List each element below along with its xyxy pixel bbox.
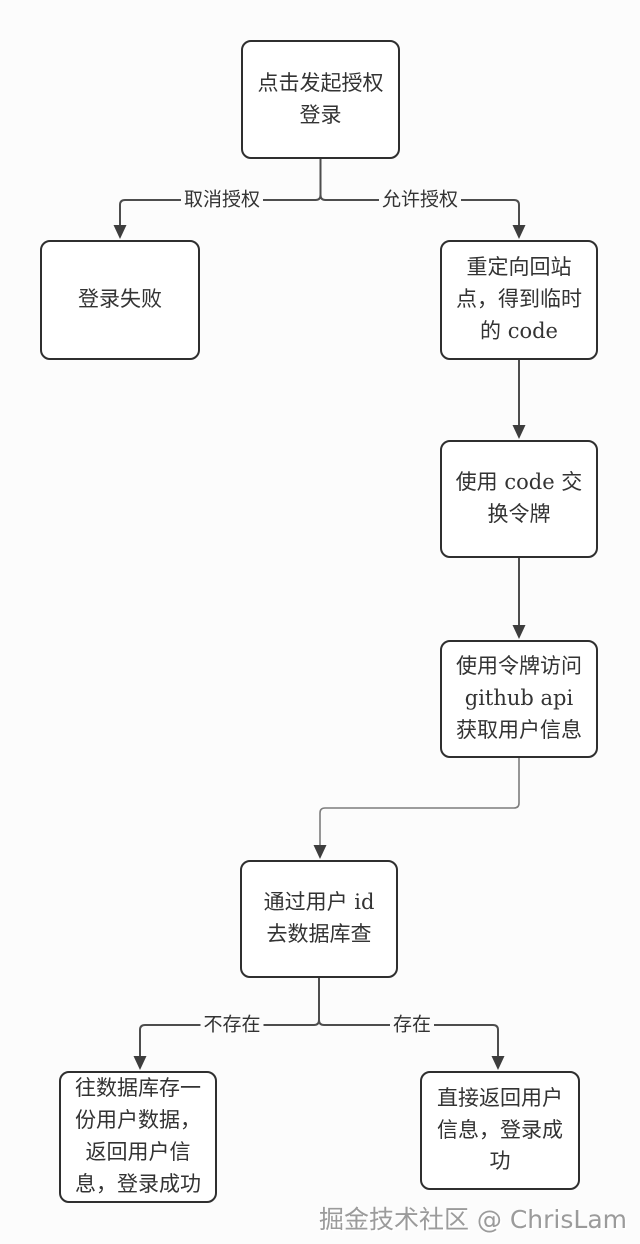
node-exchange-token: 使用 code 交换令牌 [440, 440, 598, 558]
node-save-user-login-success: 往数据库存一份用户数据，返回用户信息，登录成功 [59, 1071, 217, 1203]
node-start-auth-login: 点击发起授权登录 [241, 40, 400, 159]
edge-start-to-redirect [319, 194, 520, 227]
arrowhead-exchange [512, 425, 526, 439]
node-return-user-login-success: 直接返回用户信息，登录成功 [420, 1071, 580, 1190]
edge-label-cancel-auth: 取消授权 [180, 189, 264, 211]
arrowhead-redirect [512, 225, 526, 239]
edge-query-to-return [318, 1019, 499, 1058]
arrowhead-query [313, 845, 327, 859]
node-login-failed: 登录失败 [40, 240, 200, 360]
edge-github-to-query [319, 758, 520, 846]
arrowhead-return [491, 1056, 505, 1070]
edge-label-allow-auth: 允许授权 [378, 189, 462, 211]
arrowhead-fail [113, 225, 127, 239]
node-query-db-by-userid: 通过用户 id 去数据库查 [240, 860, 398, 978]
arrowhead-github [512, 625, 526, 639]
node-redirect-get-code: 重定向回站点，得到临时的 code [440, 240, 598, 360]
node-github-api-userinfo: 使用令牌访问 github api 获取用户信息 [440, 640, 598, 758]
watermark-juejin-chrislam: 掘金技术社区 @ ChrisLam [318, 1205, 627, 1234]
arrowhead-create [133, 1056, 147, 1070]
edge-label-exists: 存在 [389, 1014, 435, 1036]
edge-label-not-exists: 不存在 [200, 1014, 264, 1036]
